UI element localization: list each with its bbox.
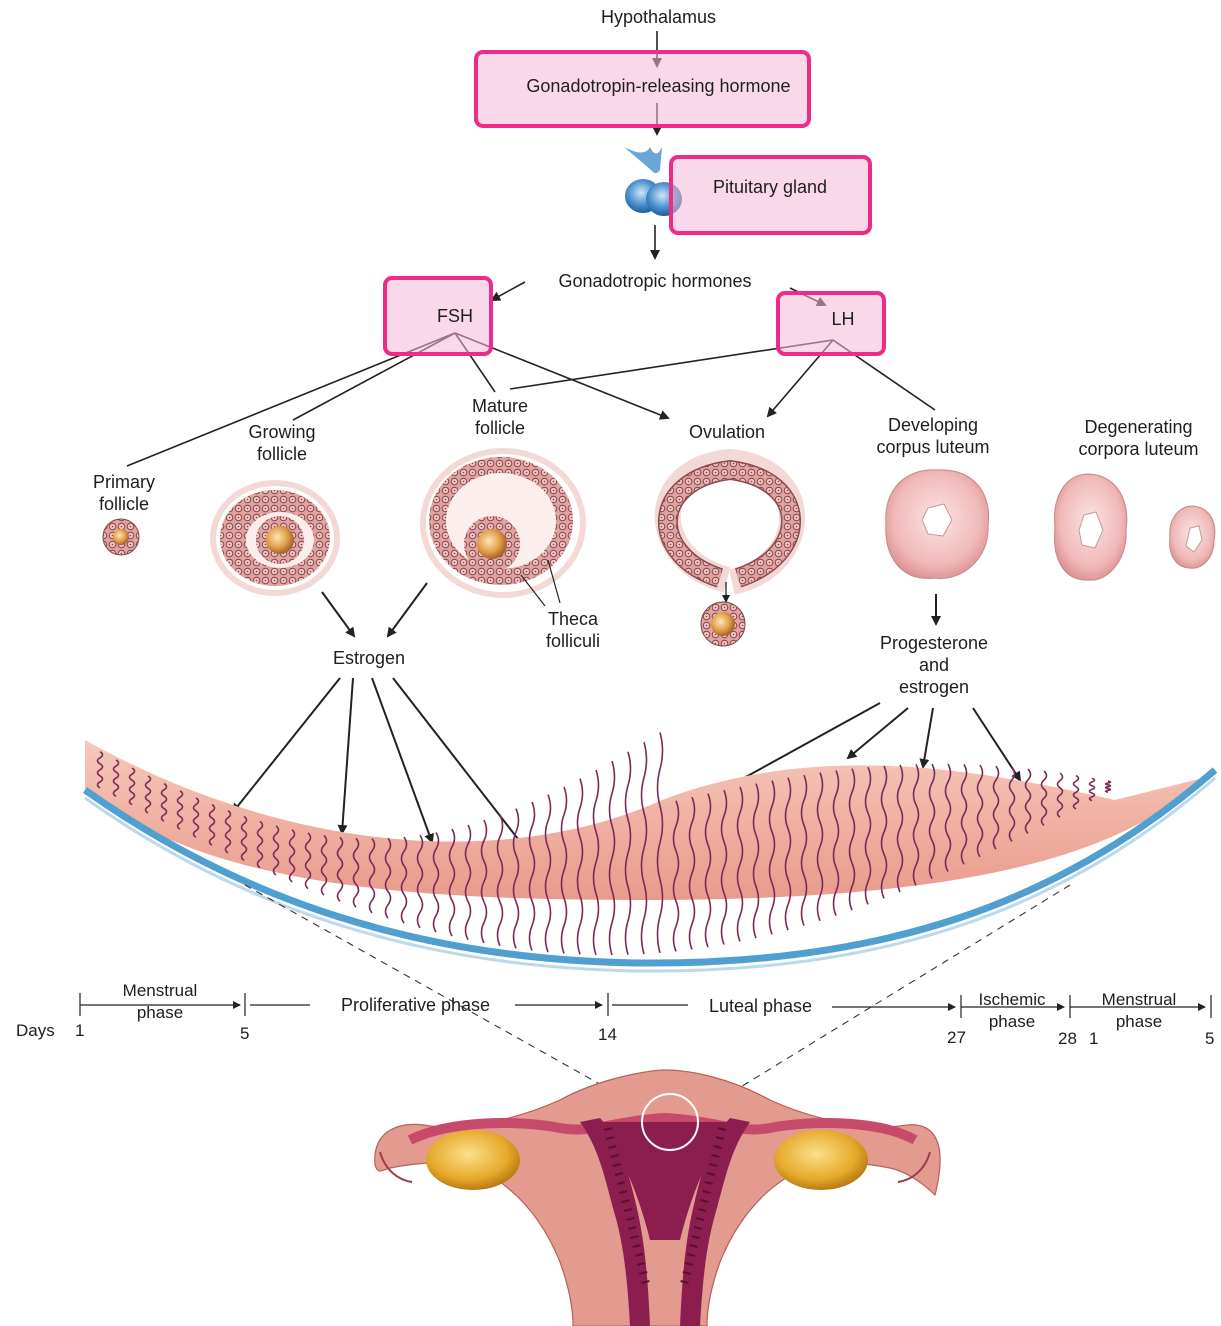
day-1-start: 1 (75, 1021, 84, 1041)
growing-follicle (213, 483, 337, 593)
day-5-b: 5 (1205, 1029, 1214, 1049)
day-1-next: 1 (1089, 1029, 1098, 1049)
label-gnrh: Gonadotropin-releasing hormone (486, 75, 831, 97)
day-27: 27 (947, 1028, 966, 1048)
label-primary-follicle: Primary follicle (64, 471, 184, 515)
label-lh: LH (803, 308, 883, 330)
label-days: Days (16, 1021, 55, 1041)
day-5-a: 5 (240, 1024, 249, 1044)
label-fsh: FSH (415, 305, 495, 327)
primary-follicle (103, 519, 139, 555)
degenerating-corpora-lutea (1054, 474, 1214, 580)
label-degenerating-corpora-luteum: Degenerating corpora luteum (1056, 416, 1221, 460)
endometrium-section (85, 732, 1215, 971)
label-theca-folliculi: Theca folliculi (523, 608, 623, 652)
day-14: 14 (598, 1025, 617, 1045)
label-pituitary-gland: Pituitary gland (690, 176, 850, 198)
label-luteal-phase: Luteal phase (688, 995, 833, 1017)
endometrial-gland (1106, 781, 1111, 792)
label-progesterone-and-estrogen: Progesterone and estrogen (859, 632, 1009, 698)
label-ovulation: Ovulation (667, 421, 787, 443)
label-growing-follicle: Growing follicle (222, 421, 342, 465)
mature-follicle (423, 451, 583, 606)
label-ischemic-phase: Ischemic phase (957, 989, 1067, 1033)
label-mature-follicle: Mature follicle (440, 395, 560, 439)
label-hypothalamus: Hypothalamus (576, 6, 741, 28)
label-gonadotropic-hormones: Gonadotropic hormones (526, 270, 784, 292)
ovulation-follicle (668, 462, 792, 646)
corpus-luteum (886, 470, 989, 624)
label-estrogen: Estrogen (309, 647, 429, 669)
label-menstrual-phase-start: Menstrual phase (100, 980, 220, 1024)
estrogen-arrows (233, 583, 525, 848)
uterus-illustration (375, 1070, 940, 1326)
label-proliferative-phase: Proliferative phase (313, 994, 518, 1016)
label-menstrual-phase-end: Menstrual phase (1079, 989, 1199, 1033)
day-28: 28 (1058, 1029, 1077, 1049)
label-developing-corpus-luteum: Developing corpus luteum (853, 414, 1013, 458)
